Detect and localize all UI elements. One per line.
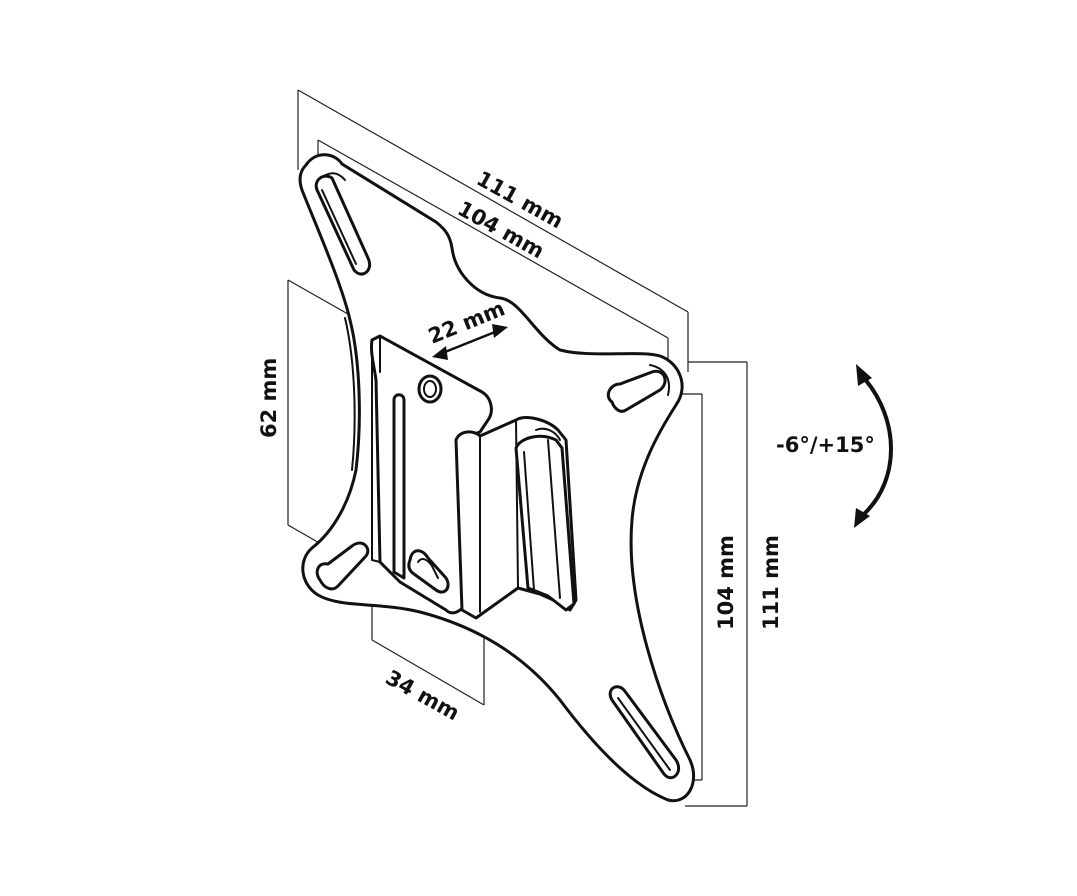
label-bracket-width: 34 mm [382,665,464,725]
mounting-slot-top-left [314,174,371,276]
label-tilt-range: -6°/+15° [776,433,875,457]
curved-double-arrow-icon [854,364,893,528]
mounting-slot-bottom-left [315,541,370,591]
mounting-slot-top-right [606,369,667,413]
label-right-inner: 104 mm [714,535,738,630]
mounting-slot-bottom-right [608,685,681,780]
label-bracket-height: 62 mm [257,358,281,438]
label-right-outer: 111 mm [759,535,783,630]
tilt-bracket [370,334,578,620]
double-arrow-icon [432,324,508,360]
